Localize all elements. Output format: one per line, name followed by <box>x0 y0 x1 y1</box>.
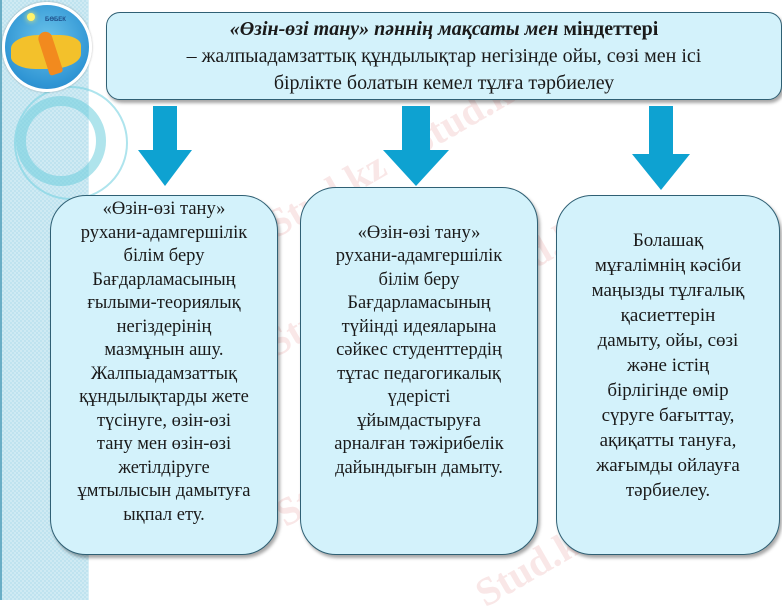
text-line: Бағдарламасының <box>92 269 236 290</box>
goal-line-2: – жалпыадамзаттық құндылықтар негізінде … <box>186 44 702 67</box>
text-line: дайындығын дамыту. <box>335 457 503 478</box>
text-line: жетілдіруге <box>118 457 210 478</box>
text-line: ақиқатты тануға, <box>599 429 737 451</box>
text-line: үдерісті <box>387 387 451 408</box>
text-line: ғылыми-теориялық <box>87 293 241 313</box>
text-line: маңызды тұлғалық <box>591 279 745 301</box>
text-line: ықпал ету. <box>123 504 205 525</box>
text-line: бірлігінде өмір <box>607 379 729 401</box>
text-line: Бағдарламасының <box>347 293 491 314</box>
text-line: сүруге бағыттау, <box>601 404 735 426</box>
text-line: сәйкес студенттердің <box>336 340 502 361</box>
text-line: негіздерінің <box>116 316 212 337</box>
text-line: тәрбиелеу. <box>625 479 711 501</box>
goal-line-3: бірлікте болатын кемел тұлға тәрбиелеу <box>273 71 615 94</box>
arrow-down-icon-2 <box>383 106 449 186</box>
text-line: тану мен өзін-өзі <box>96 434 232 454</box>
goal-title-bold: міндеттері <box>558 17 659 40</box>
text-line: арналған тәжірибелік <box>334 434 504 455</box>
text-line: «Өзін-өзі тану» <box>357 222 481 243</box>
text-line: құндылықтарды жете <box>79 387 249 407</box>
sidebar-edge <box>0 0 2 600</box>
text-line: және істің <box>626 354 710 376</box>
arrow-down-icon-1 <box>138 106 192 188</box>
text-line: тұтас педагогикалық <box>337 363 501 384</box>
text-line: мұғалімнің кәсіби <box>594 254 742 276</box>
text-line: білім беру <box>378 269 460 290</box>
text-line: түсінуге, өзін-өзі <box>96 410 232 431</box>
text-line: білім беру <box>123 246 205 266</box>
text-line: дамыту, ойы, сөзі <box>597 329 739 351</box>
bobek-logo: БӨБЕК <box>2 2 92 92</box>
text-line: мазмұнын ашу. <box>104 340 224 360</box>
text-line: ұйымдастыруға <box>357 410 481 431</box>
logo-label: БӨБЕК <box>45 17 66 23</box>
decorative-ring-small <box>16 96 106 186</box>
sun-icon <box>27 13 35 21</box>
goal-title-italic: «Өзін-өзі тану» пәннің мақсаты мен <box>229 17 559 40</box>
text-line: қасиеттерін <box>620 304 716 326</box>
text-line: «Өзін-өзі тану» <box>102 199 226 219</box>
goal-title-line: «Өзін-өзі тану» пәннің мақсаты мен мінде… <box>230 16 659 43</box>
objective-box-3: Болашақ мұғалімнің кәсіби маңызды тұлғал… <box>556 195 780 555</box>
text-line: Болашақ <box>632 229 704 251</box>
objective-box-1: «Өзін-өзі тану» рухани-адамгершілік білі… <box>50 195 278 555</box>
goal-header-box: «Өзін-өзі тану» пәннің мақсаты мен мінде… <box>106 12 782 100</box>
text-line: түйінді идеяларына <box>341 316 497 337</box>
text-line: жағымды ойлауға <box>596 454 740 476</box>
text-line: Жалпыадамзаттық <box>90 363 238 384</box>
text-line: ұмтылысын дамытуға <box>77 481 251 501</box>
objective-box-2: «Өзін-өзі тану» рухани-адамгершілік білі… <box>300 187 538 555</box>
arrow-down-icon-3 <box>632 106 690 190</box>
text-line: рухани-адамгершілік <box>80 222 248 243</box>
text-line: рухани-адамгершілік <box>335 246 503 267</box>
